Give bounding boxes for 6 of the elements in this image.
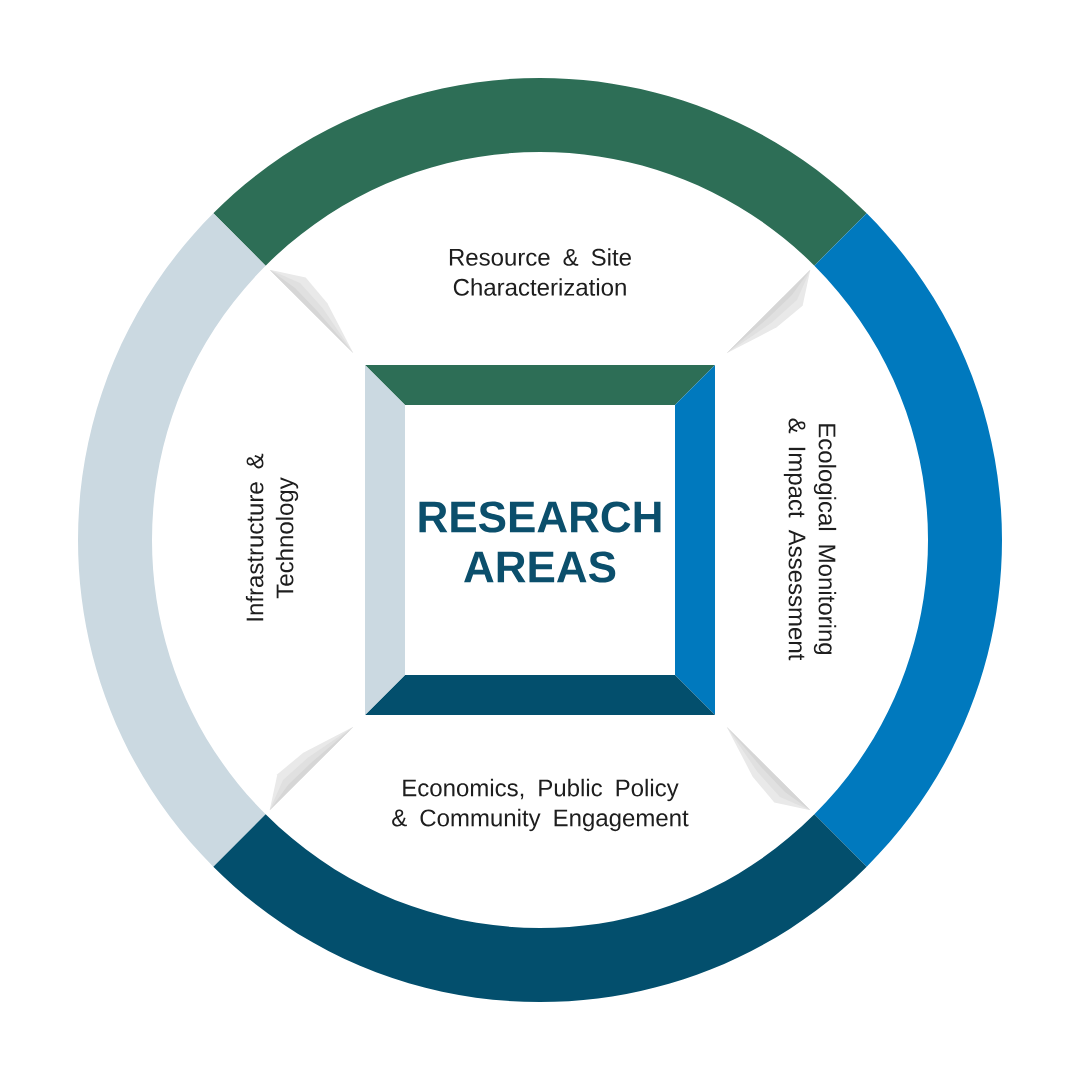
node-label: Economics, Public Policy xyxy=(403,778,679,802)
node-label: Technology xyxy=(275,477,299,599)
center-box: RESEARCH AREAS xyxy=(365,365,715,715)
node-label: RESEARCH AREAS xyxy=(419,501,661,583)
node-label: Characterization xyxy=(453,278,626,296)
node-label: & Impact Assessment xyxy=(783,418,806,661)
